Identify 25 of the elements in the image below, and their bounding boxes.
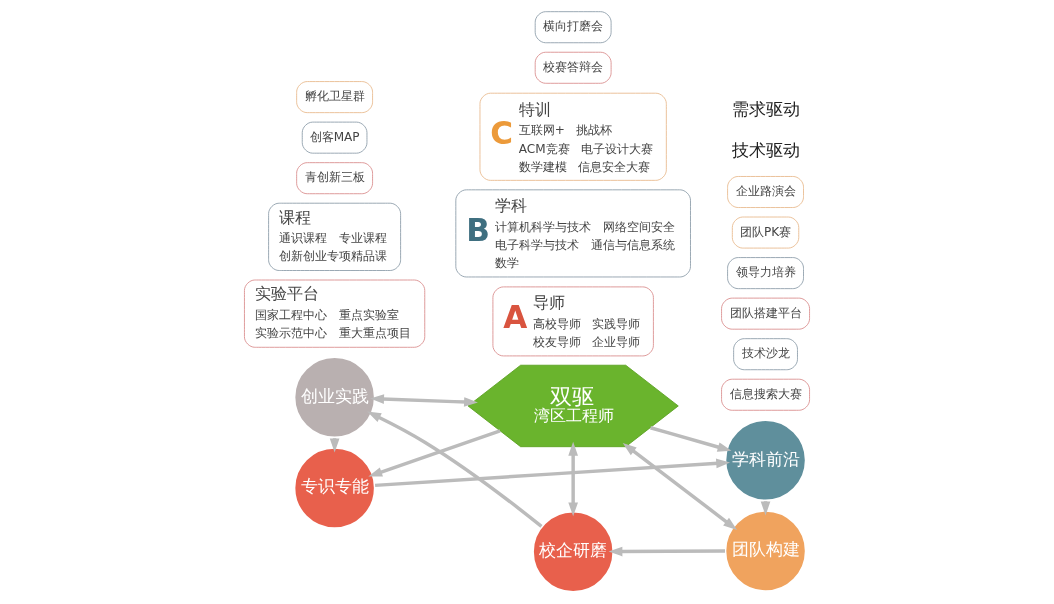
- node-box: 课程 通识课程 专业课程 创新创业专项精品课: [268, 202, 402, 271]
- node-box: 青创新三板: [296, 162, 373, 195]
- arrow: [368, 429, 501, 477]
- arrow: [650, 426, 732, 452]
- node-box: 企业路演会: [727, 176, 804, 208]
- node-box: 创客MAP: [301, 121, 368, 154]
- node-box: 孵化卫星群: [296, 81, 373, 114]
- label: 技术驱动: [731, 139, 800, 160]
- arrow: [568, 441, 578, 517]
- node-box: 技术沙龙: [733, 338, 798, 371]
- node-box: 校赛答辩会: [534, 51, 612, 84]
- arrow: [367, 411, 543, 528]
- node-box: 横向打磨会: [534, 11, 612, 44]
- arrow: [622, 442, 738, 530]
- node-box: 团队搭建平台: [721, 297, 810, 330]
- node-circle: 专识专能: [292, 446, 377, 530]
- node-box: 实验平台 国家工程中心 重点实验室 实验示范中心 重大重点项目: [244, 279, 426, 348]
- node-box: 领导力培养: [727, 257, 804, 290]
- arrow: [608, 546, 725, 557]
- node-circle: 校企研磨: [531, 509, 615, 594]
- node-box: 团队PK赛: [731, 216, 800, 249]
- node-box: 信息搜索大赛: [721, 378, 810, 411]
- arrow: [370, 394, 478, 407]
- label: 需求驱动: [731, 99, 800, 120]
- arrow: [374, 458, 731, 488]
